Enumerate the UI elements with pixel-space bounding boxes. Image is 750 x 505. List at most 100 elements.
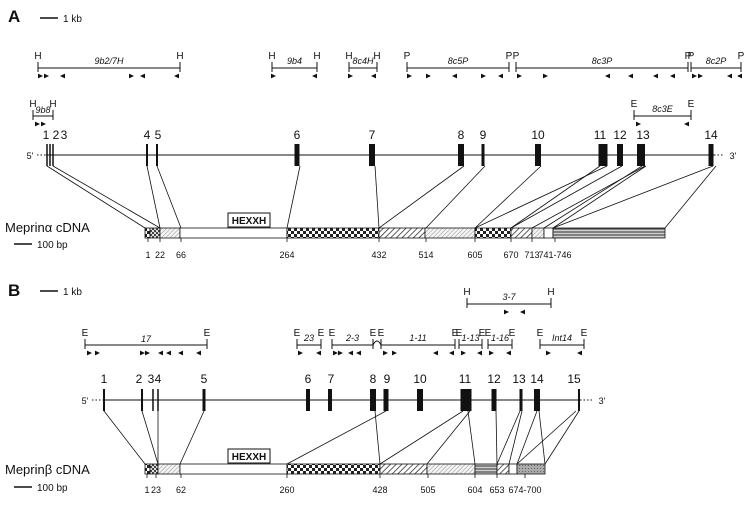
restriction-site-label: P — [738, 51, 745, 62]
position-label: 1 — [145, 250, 150, 260]
restriction-site-label: E — [631, 99, 638, 110]
sequencing-arrow — [196, 350, 201, 356]
five-prime-label: 5' — [82, 396, 89, 406]
exon-connector — [286, 410, 387, 465]
restriction-site-label: E — [378, 328, 385, 339]
exon-box — [458, 144, 464, 166]
cdna-segment — [149, 463, 159, 475]
motif-box — [227, 448, 271, 464]
cdna-segment — [149, 227, 161, 239]
sequencing-arrow — [452, 73, 457, 79]
restriction-site-label: E — [294, 328, 301, 339]
restriction-site-label: P — [513, 51, 520, 62]
exon-connector — [467, 410, 476, 465]
position-label: 62 — [176, 485, 186, 495]
cdna-segment — [508, 463, 518, 475]
exon-connector — [495, 410, 498, 465]
exon-connector — [103, 410, 146, 465]
sequencing-arrow — [504, 309, 509, 315]
cdna-segment — [286, 227, 380, 239]
exon-number: 4 — [144, 128, 151, 142]
exon-number: 12 — [487, 372, 501, 386]
exon-connector — [552, 165, 647, 229]
exon-connector — [378, 165, 465, 229]
exon-number: 3 — [61, 128, 68, 142]
sequencing-arrow — [348, 73, 353, 79]
exon-number: 7 — [369, 128, 376, 142]
clone-name: 3-7 — [502, 292, 516, 302]
position-label: 428 — [372, 485, 387, 495]
motif-label: HEXXH — [232, 216, 266, 227]
clone-name: 1-16 — [491, 333, 509, 343]
clone-name: Int14 — [552, 333, 572, 343]
sequencing-arrow — [140, 350, 145, 356]
sequencing-arrow — [166, 350, 171, 356]
exon-box — [146, 144, 148, 166]
three-prime-label: 3' — [730, 151, 737, 161]
exon-number: 13 — [636, 128, 650, 142]
sequencing-arrow — [577, 350, 582, 356]
position-label: 605 — [467, 250, 482, 260]
exon-number: 12 — [613, 128, 627, 142]
exon-connector — [52, 165, 161, 229]
exon-number: 10 — [413, 372, 427, 386]
exon-number: 2 — [53, 128, 60, 142]
clone-name: 8c2P — [706, 56, 727, 66]
scale-label-1kb: 1 kb — [63, 287, 82, 298]
exon-connector — [543, 165, 643, 229]
sequencing-arrow — [316, 350, 321, 356]
cdna-segment — [531, 227, 545, 239]
clone-joint — [372, 340, 382, 346]
sequencing-arrow — [140, 73, 145, 79]
exon-box — [534, 389, 540, 411]
scale-label-100bp: 100 bp — [37, 483, 68, 494]
exon-connector — [496, 410, 521, 465]
exon-number: 15 — [567, 372, 581, 386]
exon-box — [103, 389, 105, 411]
restriction-site-label: E — [537, 328, 544, 339]
exon-box — [152, 389, 154, 411]
restriction-site-label: P — [685, 51, 692, 62]
clone-name: 9b4 — [287, 56, 302, 66]
exon-number: 5 — [201, 372, 208, 386]
cdna-label-a: Meprinα cDNA — [5, 220, 90, 235]
sequencing-arrow — [60, 73, 65, 79]
clone-name: 9b8 — [35, 105, 50, 115]
cdna-segment — [286, 463, 381, 475]
exon-number: 11 — [594, 128, 607, 142]
exon-number: 2 — [136, 372, 143, 386]
exon-connector — [286, 165, 301, 229]
cdna-segment — [426, 463, 476, 475]
restriction-site-label: H — [373, 51, 380, 62]
exon-box — [708, 144, 714, 166]
restriction-site-label: P — [688, 51, 695, 62]
exon-connector — [544, 410, 580, 465]
exon-number: 1 — [101, 372, 108, 386]
scale-label-1kb: 1 kb — [63, 14, 82, 25]
clone-name: 23 — [303, 333, 314, 343]
sequencing-arrow — [392, 350, 397, 356]
position-label: 66 — [176, 250, 186, 260]
sequencing-arrow — [178, 350, 183, 356]
exon-number: 9 — [480, 128, 487, 142]
panel-label-a: A — [8, 7, 20, 26]
exon-connector — [552, 165, 714, 229]
restriction-site-label: E — [688, 99, 695, 110]
exon-box — [202, 389, 206, 411]
sequencing-arrow — [41, 121, 46, 127]
sequencing-arrow — [605, 73, 610, 79]
exon-box — [417, 389, 423, 411]
position-label: 432 — [371, 250, 386, 260]
sequencing-arrow — [145, 350, 150, 356]
